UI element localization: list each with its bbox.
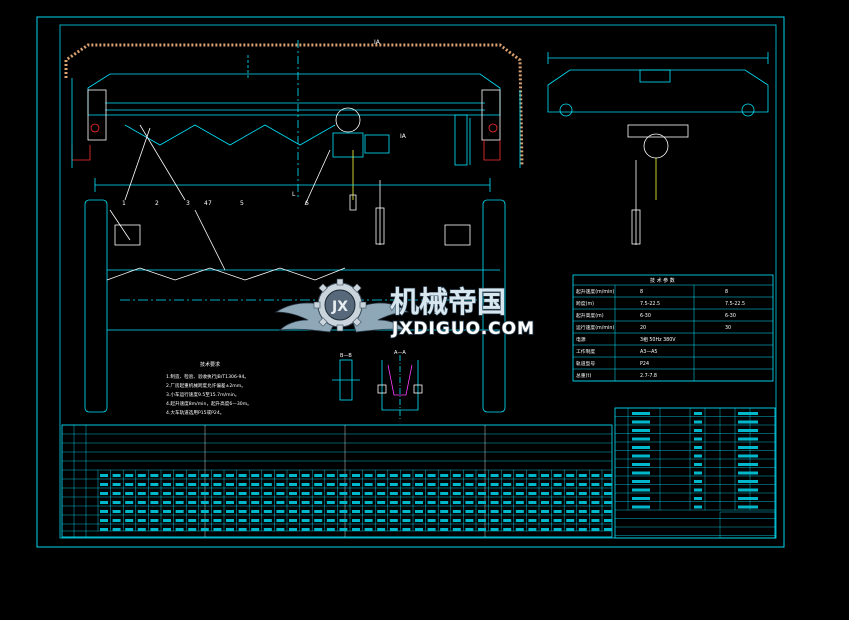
inner-frame bbox=[59, 24, 777, 539]
watermark-english: JXDIGUO.COM bbox=[391, 319, 535, 339]
hoist-drum bbox=[364, 134, 390, 154]
front-elevation-view bbox=[64, 40, 524, 245]
tech-req-heading: 技术要求 bbox=[200, 361, 220, 368]
tech-req-line-5: 4.大车轨道选用P15或P24。 bbox=[166, 409, 224, 416]
tech-req-line-3: 3.小车运行速度9.5至15.7m/min。 bbox=[166, 391, 239, 398]
callout-7: 7 bbox=[208, 200, 212, 207]
main-girder bbox=[87, 73, 501, 116]
parameter-table: 技 术 参 数 起升速度(m/min) 8 8 跨度(m) 7.5-22.5 7.5-22… bbox=[572, 274, 774, 382]
callout-6: 6 bbox=[305, 200, 309, 207]
param-row-label: 起升高度(m) bbox=[576, 312, 604, 319]
callout-3: 3 bbox=[186, 200, 190, 207]
title-block bbox=[614, 407, 776, 539]
tech-req-line-4: 4.起升速度8m/min，起升高度6—30m。 bbox=[166, 400, 252, 407]
section-bb-label: B—B bbox=[340, 353, 352, 359]
span-dimension-label: L bbox=[292, 191, 296, 198]
callout-2: 2 bbox=[155, 200, 159, 207]
section-label-a-mid: IA bbox=[400, 133, 407, 140]
param-row-label: 运行速度(m/min) bbox=[576, 324, 614, 331]
param-row-value-2: 30 bbox=[725, 325, 731, 331]
param-row-value: 2.7-7.8 bbox=[640, 373, 657, 379]
tech-req-line-1: 1.制造、检验、验收执行JB/T1306-94。 bbox=[166, 373, 249, 380]
tech-req-line-2: 2.厂房起重机械跨度允许偏差±2mm。 bbox=[166, 382, 246, 389]
plan-view bbox=[84, 199, 506, 413]
param-row-label: 起升速度(m/min) bbox=[576, 288, 614, 295]
tech-requirements: 技术要求 1.制造、检验、验收执行JB/T1306-94。 2.厂房起重机械跨度… bbox=[166, 361, 252, 416]
param-row-value: 6-30 bbox=[640, 313, 651, 319]
callout-1: 1 bbox=[122, 200, 126, 207]
callout-4: 4 bbox=[204, 200, 208, 207]
dimension-table bbox=[61, 424, 613, 538]
param-row-value-2: 8 bbox=[725, 289, 728, 295]
callout-5: 5 bbox=[240, 200, 244, 207]
emblem-letters: JX bbox=[331, 299, 348, 315]
param-row-label: 总重(t) bbox=[576, 372, 591, 379]
param-table-title: 技 术 参 数 bbox=[650, 277, 675, 284]
param-row-value: A3—A5 bbox=[640, 349, 657, 355]
building-outline-hatch bbox=[64, 43, 524, 166]
param-row-label: 跨度(m) bbox=[576, 300, 594, 307]
param-row-value-2: 6-30 bbox=[725, 313, 736, 319]
param-row-label: 电源 bbox=[576, 336, 586, 343]
section-bb-detail bbox=[332, 359, 360, 401]
section-aa-label: A—A bbox=[394, 350, 406, 356]
watermark-chinese: 机械帝国 bbox=[390, 285, 506, 319]
param-row-value: 20 bbox=[640, 325, 646, 331]
param-row-value: P24 bbox=[640, 361, 649, 367]
truss-zigzag bbox=[124, 124, 336, 146]
pendant-control bbox=[375, 207, 385, 245]
param-row-value-2: 7.5-22.5 bbox=[725, 301, 745, 307]
param-row-label: 轨道型号 bbox=[576, 360, 595, 367]
section-label-a-top: IA bbox=[374, 39, 381, 46]
section-aa-detail bbox=[377, 355, 423, 420]
param-row-label: 工作制度 bbox=[576, 348, 595, 355]
wing-right bbox=[349, 302, 410, 333]
param-row-value: 3相 50Hz 380V bbox=[640, 336, 676, 343]
watermark-logo: JX 机械帝国 JXDIGUO.COM bbox=[274, 278, 535, 340]
outer-frame bbox=[36, 16, 785, 548]
param-row-value: 8 bbox=[640, 289, 643, 295]
end-carriage bbox=[547, 69, 769, 113]
hoist-motor bbox=[332, 132, 364, 158]
side-view bbox=[547, 52, 769, 245]
param-row-value: 7.5-22.5 bbox=[640, 301, 660, 307]
